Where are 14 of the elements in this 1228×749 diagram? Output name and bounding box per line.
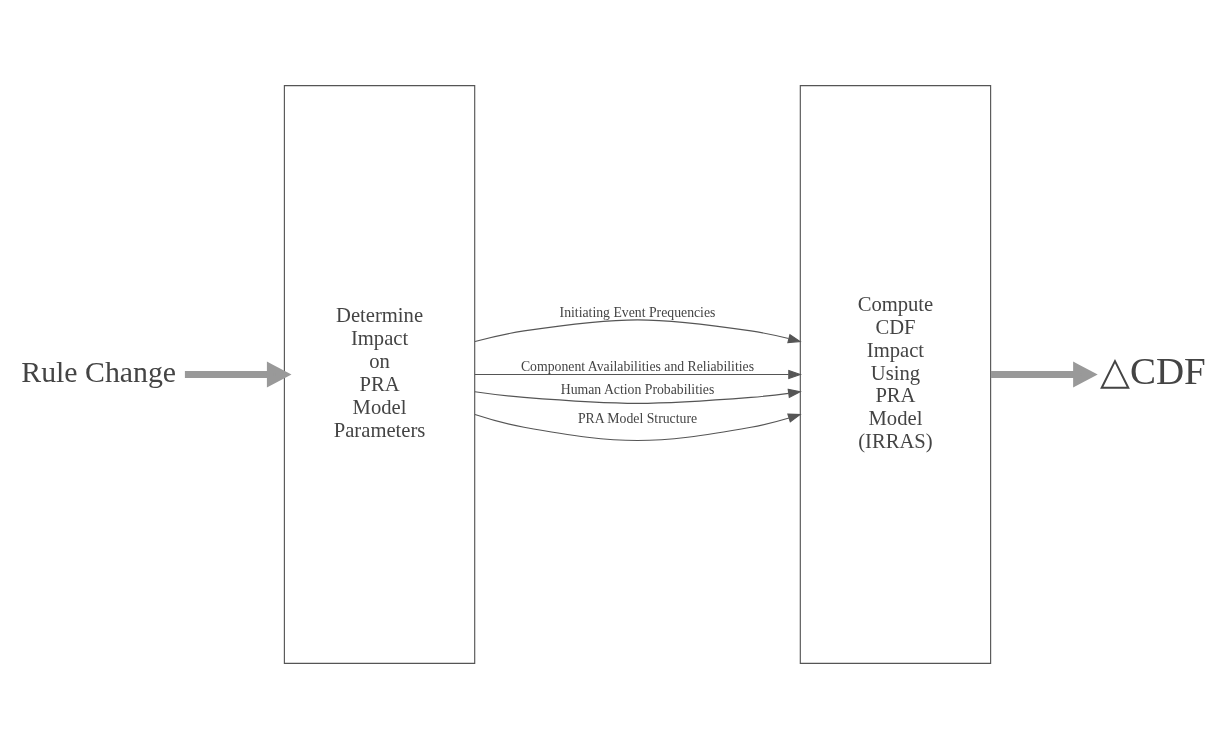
arrow: [990, 361, 1098, 388]
arrow: [474, 413, 802, 442]
node-text: △CDF: [1099, 349, 1206, 393]
edge-label: Component Availabilities and Reliabilities: [520, 358, 755, 374]
node-text: Rule Change: [21, 354, 177, 388]
arrow: [474, 369, 802, 380]
arrow: [184, 361, 292, 388]
arrow: [474, 388, 802, 404]
edge-label: Initiating Event Prequencies: [559, 304, 716, 320]
edge-label: Human Action Probabilities: [560, 381, 715, 397]
edge-label: PRA Model Structure: [577, 411, 698, 427]
arrow: [474, 319, 802, 344]
node-box: Determine Impact on PRA Model Parameters: [283, 85, 476, 664]
node-box: Compute CDF Impact Using PRA Model (IRRAS): [799, 85, 992, 664]
